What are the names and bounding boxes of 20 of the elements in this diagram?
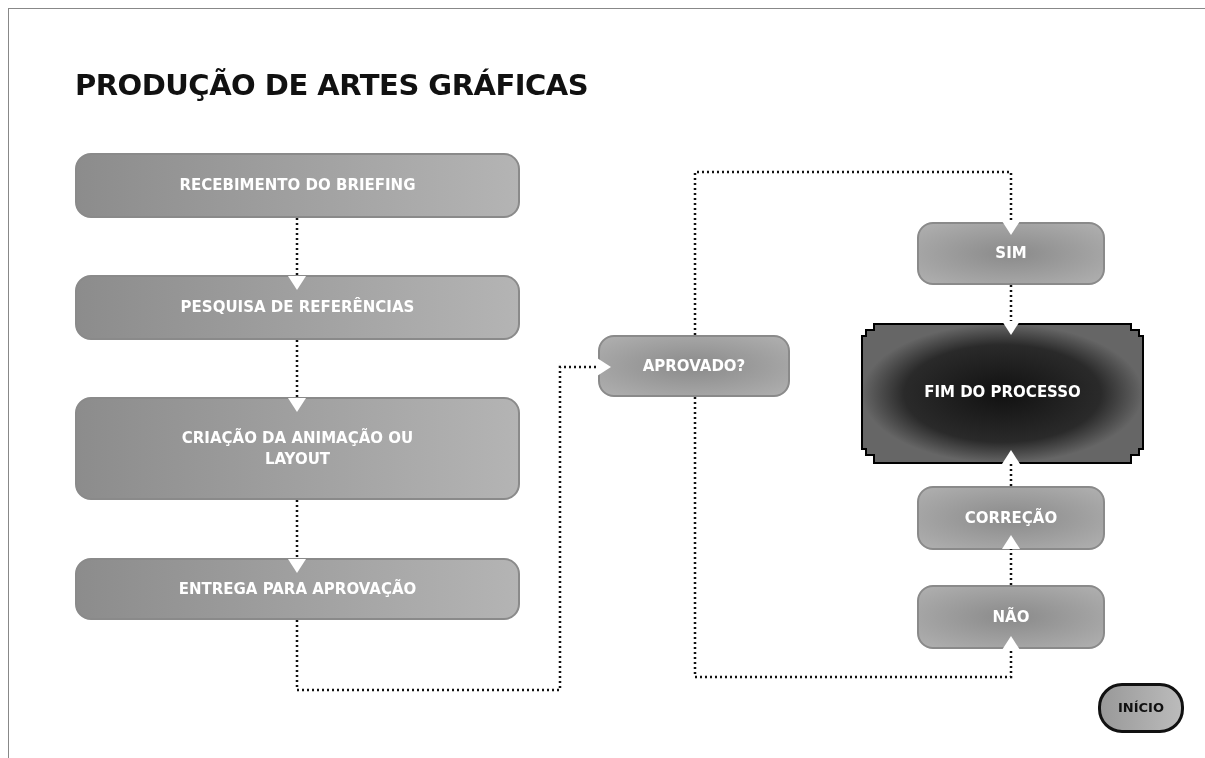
process-box: CORREÇÃO [917, 486, 1105, 550]
process-box: CRIAÇÃO DA ANIMAÇÃO OU LAYOUT [75, 397, 520, 500]
connector-arrow [1002, 285, 1020, 335]
start-button-box: INÍCIO [1098, 683, 1184, 733]
connector-arrow [288, 500, 306, 573]
connector-arrow [693, 170, 1020, 335]
process-box: APROVADO? [598, 335, 790, 397]
terminal-box: FIM DO PROCESSO [860, 320, 1145, 465]
connector-arrow [693, 397, 1020, 679]
process-box: NÃO [917, 585, 1105, 649]
connector-arrow [295, 358, 611, 692]
process-box: RECEBIMENTO DO BRIEFING [75, 153, 520, 218]
process-box: ENTREGA PARA APROVAÇÃO [75, 558, 520, 620]
process-box: SIM [917, 222, 1105, 285]
diagram-title: PRODUÇÃO DE ARTES GRÁFICAS [75, 68, 589, 102]
connector-arrow [288, 340, 306, 412]
process-box: PESQUISA DE REFERÊNCIAS [75, 275, 520, 340]
connector-arrow [1002, 450, 1020, 486]
connector-arrow [288, 218, 306, 290]
connector-arrow [1002, 535, 1020, 585]
